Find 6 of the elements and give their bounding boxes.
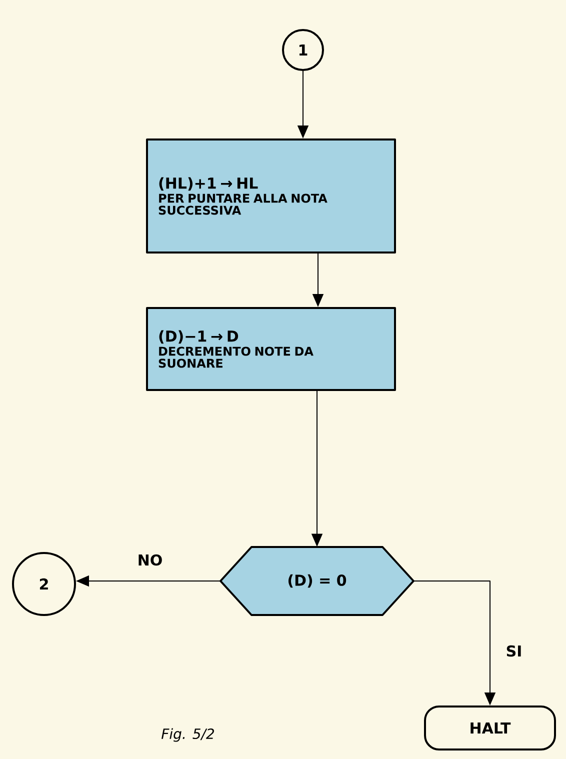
edge-label: NO [135, 552, 165, 568]
process-box: (HL)+1 → HL PER PUNTARE ALLA NOTA SUCCESSIVA [146, 138, 396, 254]
figure-caption: Fig. 5/2 [162, 728, 214, 742]
terminal-box: HALT [424, 706, 556, 750]
decision-hexagon: (D) = 0 [220, 546, 414, 616]
process-box: (D)−1 → D DECREMENTO NOTE DA SUONARE [146, 307, 396, 391]
